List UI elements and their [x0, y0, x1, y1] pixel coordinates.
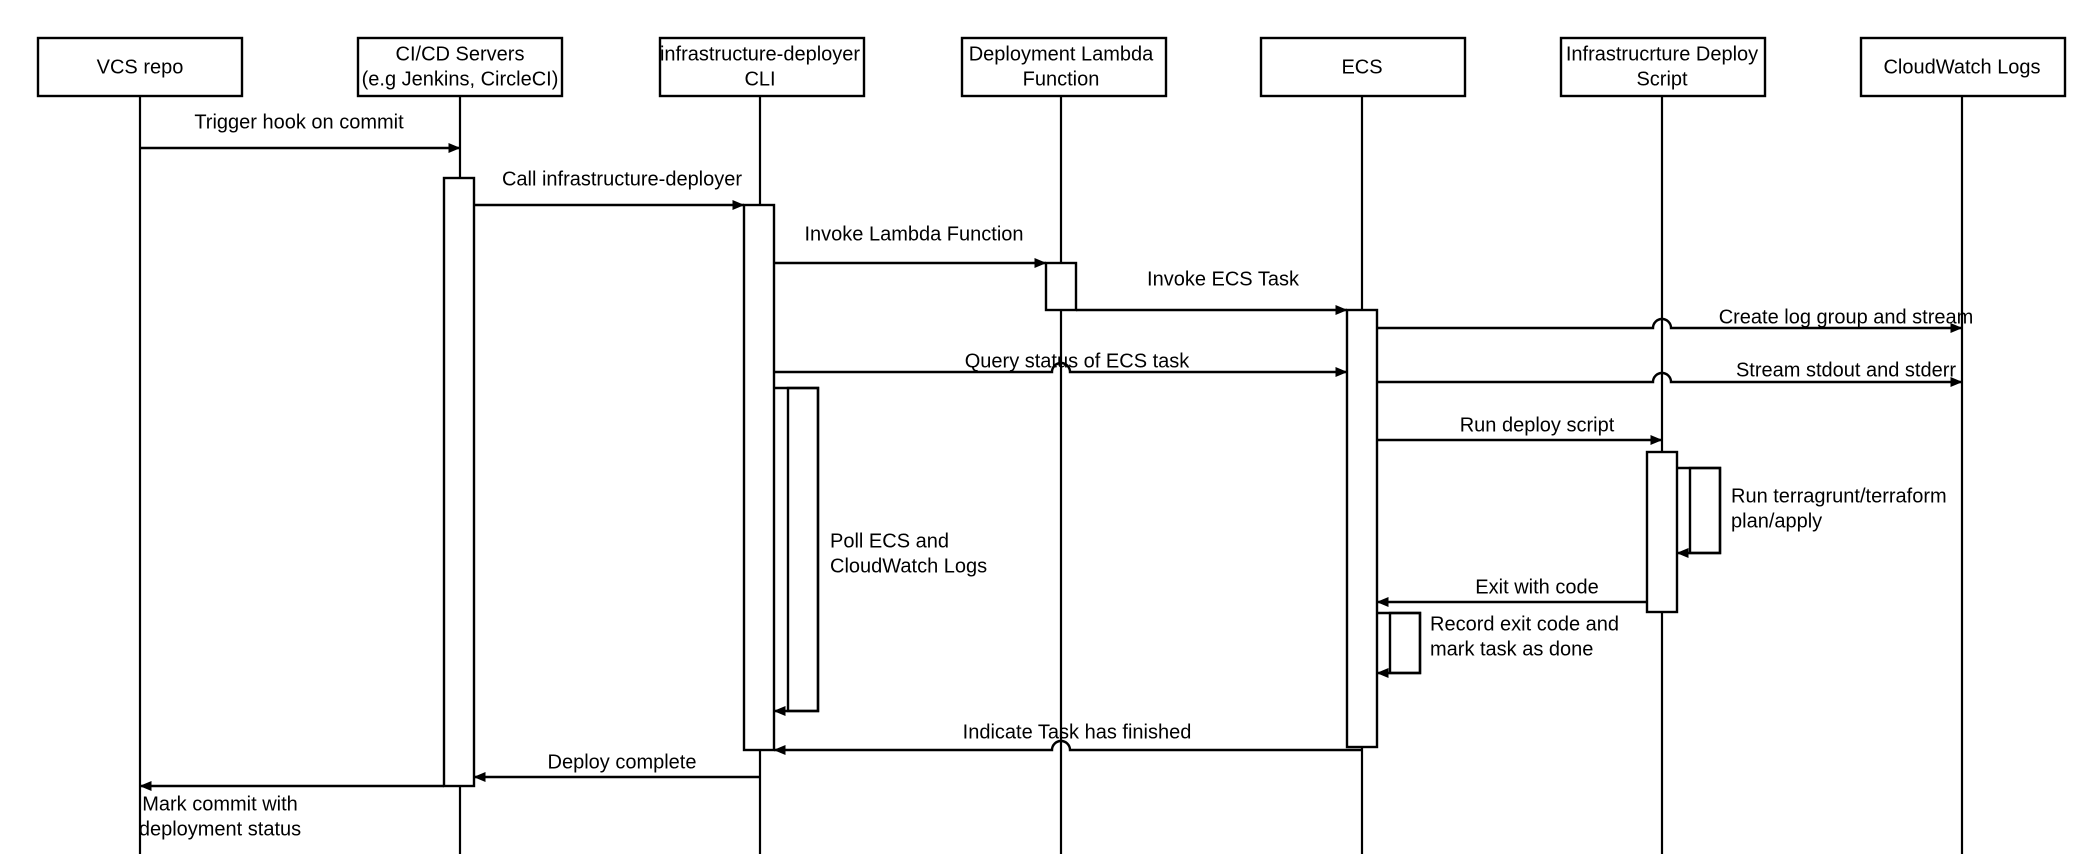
- message-arrow-m7: [1377, 371, 1963, 387]
- activation-bar-act-ecs: [1345, 308, 1379, 749]
- participant-label-cli: infrastructure-deployer: [660, 43, 860, 65]
- activation-bar-act-cli-poll: [786, 386, 820, 713]
- self-messages-layer: [773, 386, 1722, 716]
- participant-label-vcs: VCS repo: [97, 56, 184, 78]
- message-label-m10: Indicate Task has finished: [963, 721, 1192, 743]
- message-label2-m12: deployment status: [139, 818, 301, 840]
- message-arrow-m6: [774, 361, 1348, 377]
- participant-label-cwlogs: CloudWatch Logs: [1883, 56, 2040, 78]
- participant-label-deploy: Infrastrucrture Deploy: [1566, 43, 1758, 65]
- activation-bar-act-ecs-record: [1388, 611, 1422, 675]
- self-message-arrow-s1: [773, 386, 820, 716]
- participant-label-lambda: Deployment Lambda: [969, 43, 1154, 65]
- participant-label-ecs: ECS: [1341, 56, 1382, 78]
- self-message-label-s2: Run terragrunt/terraform: [1731, 485, 1947, 507]
- message-label-m9: Exit with code: [1475, 576, 1598, 598]
- activations-layer: [442, 176, 1722, 788]
- message-label-m1: Trigger hook on commit: [194, 111, 404, 133]
- message-arrow-m10: [773, 739, 1362, 755]
- activation-bar-act-cli: [742, 203, 776, 752]
- participant-box-cli[interactable]: [658, 36, 866, 98]
- activation-bar-act-deploy-run: [1688, 466, 1722, 555]
- activation-bar-act-deploy: [1645, 450, 1679, 614]
- participant-box-cwlogs[interactable]: [1859, 36, 2067, 98]
- message-label-m11: Deploy complete: [548, 751, 697, 773]
- participant-box-cicd[interactable]: [356, 36, 564, 98]
- participant-box-deploy[interactable]: [1559, 36, 1767, 98]
- message-label-m8: Run deploy script: [1460, 414, 1615, 436]
- message-label-m3: Invoke Lambda Function: [804, 223, 1023, 245]
- message-label-m4: Invoke ECS Task: [1147, 268, 1300, 290]
- self-message-sublabel-s1: CloudWatch Logs: [830, 555, 987, 577]
- participant-box-lambda[interactable]: [960, 36, 1168, 98]
- message-label-m2: Call infrastructure-deployer: [502, 168, 742, 190]
- message-label-m12: Mark commit with: [142, 793, 298, 815]
- labels-layer: VCS repo CI/CD Servers (e.g Jenkins, Circl…: [97, 43, 2041, 840]
- participant-sublabel-cicd: (e.g Jenkins, CircleCI): [362, 68, 559, 90]
- self-message-label-s3: Record exit code and: [1430, 613, 1619, 635]
- message-arrow-m5: [1377, 317, 1963, 333]
- participant-sublabel-cli: CLI: [744, 68, 775, 90]
- message-label-m7: Stream stdout and stderr: [1736, 359, 1956, 381]
- participant-sublabel-lambda: Function: [1023, 68, 1100, 90]
- self-message-arrow-s3: [1376, 611, 1422, 678]
- participant-sublabel-deploy: Script: [1636, 68, 1688, 90]
- messages-layer: [139, 143, 1963, 791]
- activation-bar-act-lambda: [1044, 261, 1078, 312]
- self-message-sublabel-s3: mark task as done: [1430, 638, 1593, 660]
- message-label-m6: Query status of ECS task: [965, 350, 1191, 372]
- participant-label-cicd: CI/CD Servers: [396, 43, 525, 65]
- message-label-m5: Create log group and stream: [1719, 306, 1974, 328]
- self-message-arrow-s2: [1676, 466, 1722, 558]
- activation-bar-act-cicd: [442, 176, 476, 788]
- participant-box-vcs[interactable]: [36, 36, 244, 98]
- self-message-label-s1: Poll ECS and: [830, 530, 949, 552]
- self-message-sublabel-s2: plan/apply: [1731, 510, 1822, 532]
- participant-box-ecs[interactable]: [1259, 36, 1467, 98]
- participant-boxes-layer: [36, 36, 2067, 98]
